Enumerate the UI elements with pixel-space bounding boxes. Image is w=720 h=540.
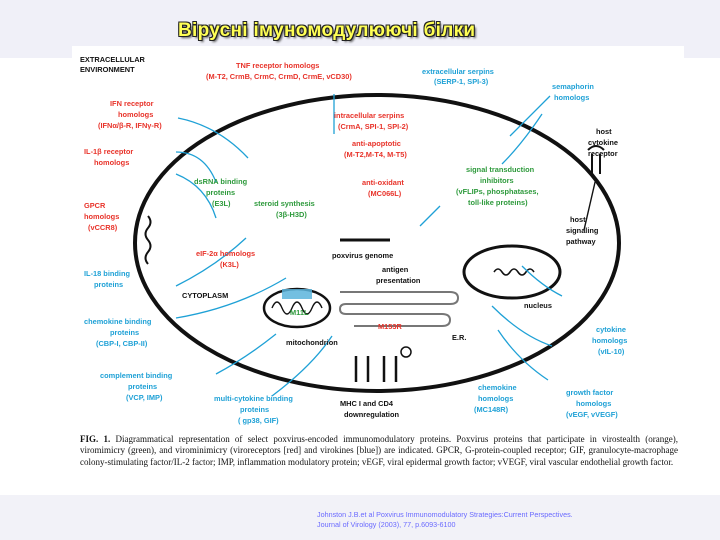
label-ifn-2: homologs [118, 110, 153, 119]
label-il18-2: proteins [94, 280, 123, 289]
label-cytokine-hom-2: homologs [592, 336, 627, 345]
label-tnf: TNF receptor homologs [236, 61, 319, 70]
label-ext-serpins-list: (SERP-1, SPI-3) [434, 77, 489, 86]
label-gpcr: GPCR [84, 201, 106, 210]
label-ifn: IFN receptor [110, 99, 154, 108]
cell-membrane [133, 93, 621, 393]
diagram-svg: EXTRACELLULAR ENVIRONMENT TNF receptor h… [80, 55, 627, 425]
label-steroid-list: (3β-H3D) [276, 210, 307, 219]
label-host-signaling-3: pathway [566, 237, 596, 246]
label-cytoplasm: CYTOPLASM [182, 291, 228, 300]
label-host-signaling: host [570, 215, 586, 224]
figure-caption: FIG. 1. Diagrammatical representation of… [80, 434, 678, 468]
label-eif: eIF-2α homologs [196, 249, 255, 258]
label-steroid: steroid synthesis [254, 199, 315, 208]
label-eif-list: (K3L) [220, 260, 239, 269]
citation-line-1: Johnston J.B.et al Poxvirus Immunomodula… [317, 510, 573, 519]
label-antigen: antigen [382, 265, 409, 274]
host-receptor [587, 145, 605, 174]
label-il1-2: homologs [94, 158, 129, 167]
caption-fig-number: FIG. 1. [80, 434, 111, 444]
label-chemokine-bp-list: (CBP-I, CBP-II) [96, 339, 148, 348]
label-multicytokine-2: proteins [240, 405, 269, 414]
label-ifn-list: (IFNα/β-R, IFNγ-R) [98, 121, 162, 130]
label-complement-list: (VCP, IMP) [126, 393, 163, 402]
label-signal-4: toll-like proteins) [468, 198, 528, 207]
label-antioxidant-list: (MC066L) [368, 189, 402, 198]
label-host-cytokine-2: cytokine [588, 138, 618, 147]
caption-lead: Diagrammatical representation of select … [115, 434, 452, 444]
label-dsrna-2: proteins [206, 188, 235, 197]
label-signal-2: inhibitors [480, 176, 514, 185]
label-multicytokine-list: ( gp38, GIF) [238, 416, 279, 425]
label-dsrna-list: (E3L) [212, 199, 231, 208]
label-chemokine-hom-list: (MC148R) [474, 405, 509, 414]
label-extracellular: EXTRACELLULAR [80, 55, 146, 64]
label-host-signaling-2: signaling [566, 226, 599, 235]
label-gpcr-2: homologs [84, 212, 119, 221]
label-chemokine-bp: chemokine binding [84, 317, 152, 326]
label-host-cytokine-3: receptor [588, 149, 618, 158]
label-cytokine-hom-list: (vIL-10) [598, 347, 625, 356]
label-tnf-list: (M-T2, CrmB, CrmC, CrmD, CrmE, vCD30) [206, 72, 352, 81]
label-semaphorin: semaphorin [552, 82, 594, 91]
gpcr-coil [144, 215, 152, 265]
label-nucleus: nucleus [524, 301, 552, 310]
label-mitochondrion: mitochondrion [286, 338, 338, 347]
label-growth-2: homologs [576, 399, 611, 408]
label-gpcr-list: (vCCR8) [88, 223, 118, 232]
caption-body: Poxvirus proteins that participate in vi… [80, 434, 679, 467]
label-er: E.R. [452, 333, 466, 342]
label-growth-list: (vEGF, vVEGF) [566, 410, 618, 419]
label-il18: IL-18 binding [84, 269, 130, 278]
label-environment: ENVIRONMENT [80, 65, 135, 74]
nucleus [462, 244, 562, 300]
label-dsrna: dsRNA binding [194, 177, 248, 186]
slide-title: Вірусні імуномодулюючі білки [178, 20, 476, 41]
mhc-vesicle [400, 346, 412, 358]
signaling-arrow [583, 177, 597, 231]
label-intra-serpins-list: (CrmA, SPI-1, SPI-2) [338, 122, 409, 131]
label-signal: signal transduction [466, 165, 535, 174]
footer-band [0, 495, 720, 540]
label-chemokine-hom-2: homologs [478, 394, 513, 403]
label-cytokine-hom: cytokine [596, 325, 626, 334]
label-multicytokine: multi-cytokine binding [214, 394, 293, 403]
label-growth: growth factor [566, 388, 613, 397]
mhc-markers [354, 356, 398, 382]
label-semaphorin-2: homologs [554, 93, 589, 102]
label-m153r: M153R [378, 322, 402, 331]
diagram-figure: EXTRACELLULAR ENVIRONMENT TNF receptor h… [72, 46, 684, 491]
label-mhc: MHC I and CD4 [340, 399, 394, 408]
m11l-channel [282, 289, 312, 299]
label-chemokine-hom: chemokine [478, 383, 517, 392]
mitochondrion-cristae [271, 301, 323, 315]
label-antigen-2: presentation [376, 276, 421, 285]
label-poxvirus-genome: poxvirus genome [332, 251, 393, 260]
citation-line-2: Journal of Virology (2003), 77, p.6093-6… [317, 519, 456, 529]
label-signal-3: (vFLIPs, phosphatases, [456, 187, 539, 196]
label-intra-serpins: intracellular serpins [334, 111, 404, 120]
label-complement: complement binding [100, 371, 173, 380]
label-host-cytokine: host [596, 127, 612, 136]
label-il1: IL-1β receptor [84, 147, 133, 156]
label-m11l: M11L [290, 308, 309, 317]
label-antiapoptotic-list: (M-T2,M-T4, M-T5) [344, 150, 407, 159]
label-antioxidant: anti-oxidant [362, 178, 404, 187]
label-ext-serpins: extracellular serpins [422, 67, 494, 76]
label-chemokine-bp-2: proteins [110, 328, 139, 337]
label-antiapoptotic: anti-apoptotic [352, 139, 401, 148]
label-mhc-2: downregulation [344, 410, 400, 419]
label-complement-2: proteins [128, 382, 157, 391]
endoplasmic-reticulum [338, 291, 460, 327]
connector-lines [175, 94, 563, 397]
citation: Johnston J.B.et al Poxvirus Immunomodula… [317, 510, 707, 529]
